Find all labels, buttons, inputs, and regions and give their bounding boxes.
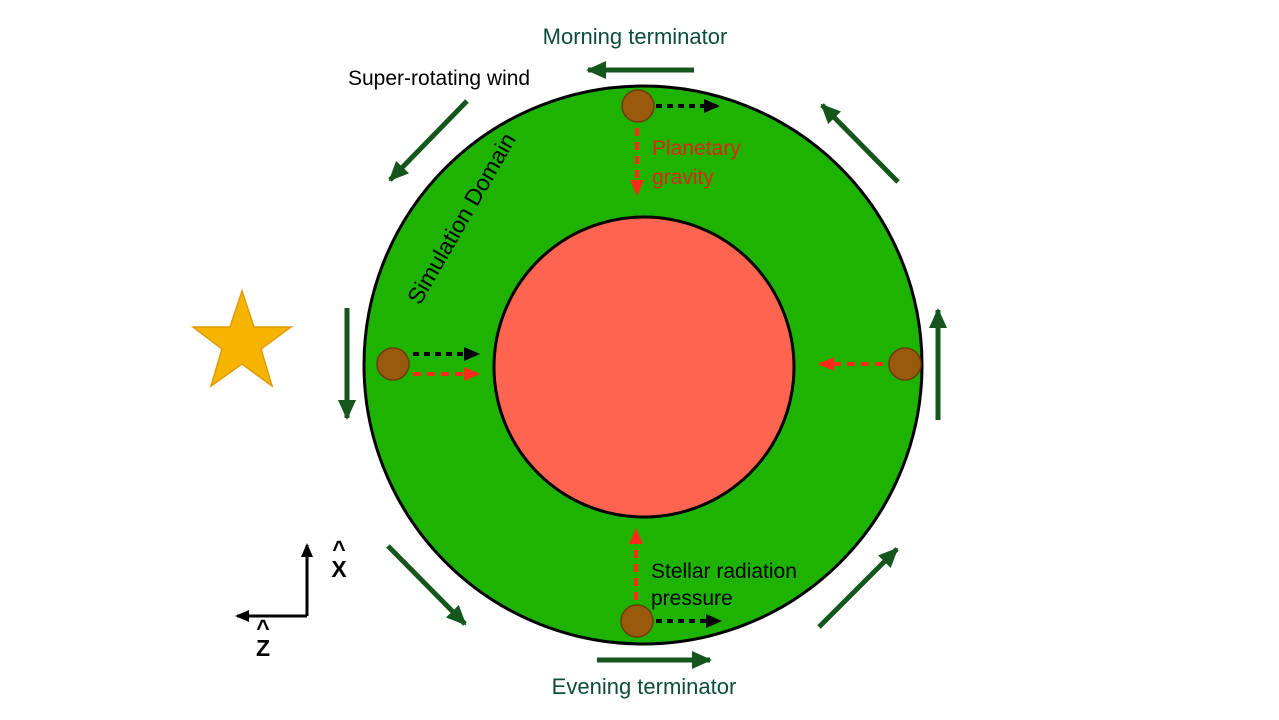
force-arrows xyxy=(413,99,883,628)
star-icon xyxy=(190,288,294,388)
evening-terminator-label: Evening terminator xyxy=(552,674,737,699)
z-axis-hat: ^ xyxy=(256,615,269,641)
particle-right xyxy=(888,347,922,381)
wind-arrow-bottom-right xyxy=(817,547,899,629)
particle-bottom xyxy=(620,604,654,638)
particles xyxy=(376,89,922,638)
morning-terminator-label: Morning terminator xyxy=(543,24,728,49)
stellar-radiation-label-1: Stellar radiation xyxy=(651,560,797,583)
wind-arrow-bottom-left xyxy=(386,544,467,626)
super-rotating-wind-label: Super-rotating wind xyxy=(348,67,530,90)
particle-top xyxy=(621,89,655,123)
x-axis-label: X xyxy=(331,556,347,582)
wind-arrow-top-right xyxy=(820,103,900,184)
stellar-radiation-label-2: pressure xyxy=(651,587,733,610)
wind-arrows xyxy=(338,61,947,669)
x-axis-hat: ^ xyxy=(332,536,345,562)
particle-left xyxy=(376,347,410,381)
coordinate-axes xyxy=(235,543,313,622)
planetary-gravity-label-2: gravity xyxy=(652,166,714,189)
planet-disk xyxy=(492,215,796,519)
z-axis-label: Z xyxy=(256,635,270,661)
wind-arrow-top-left xyxy=(388,99,469,182)
planetary-gravity-label-1: Planetary xyxy=(652,137,741,160)
